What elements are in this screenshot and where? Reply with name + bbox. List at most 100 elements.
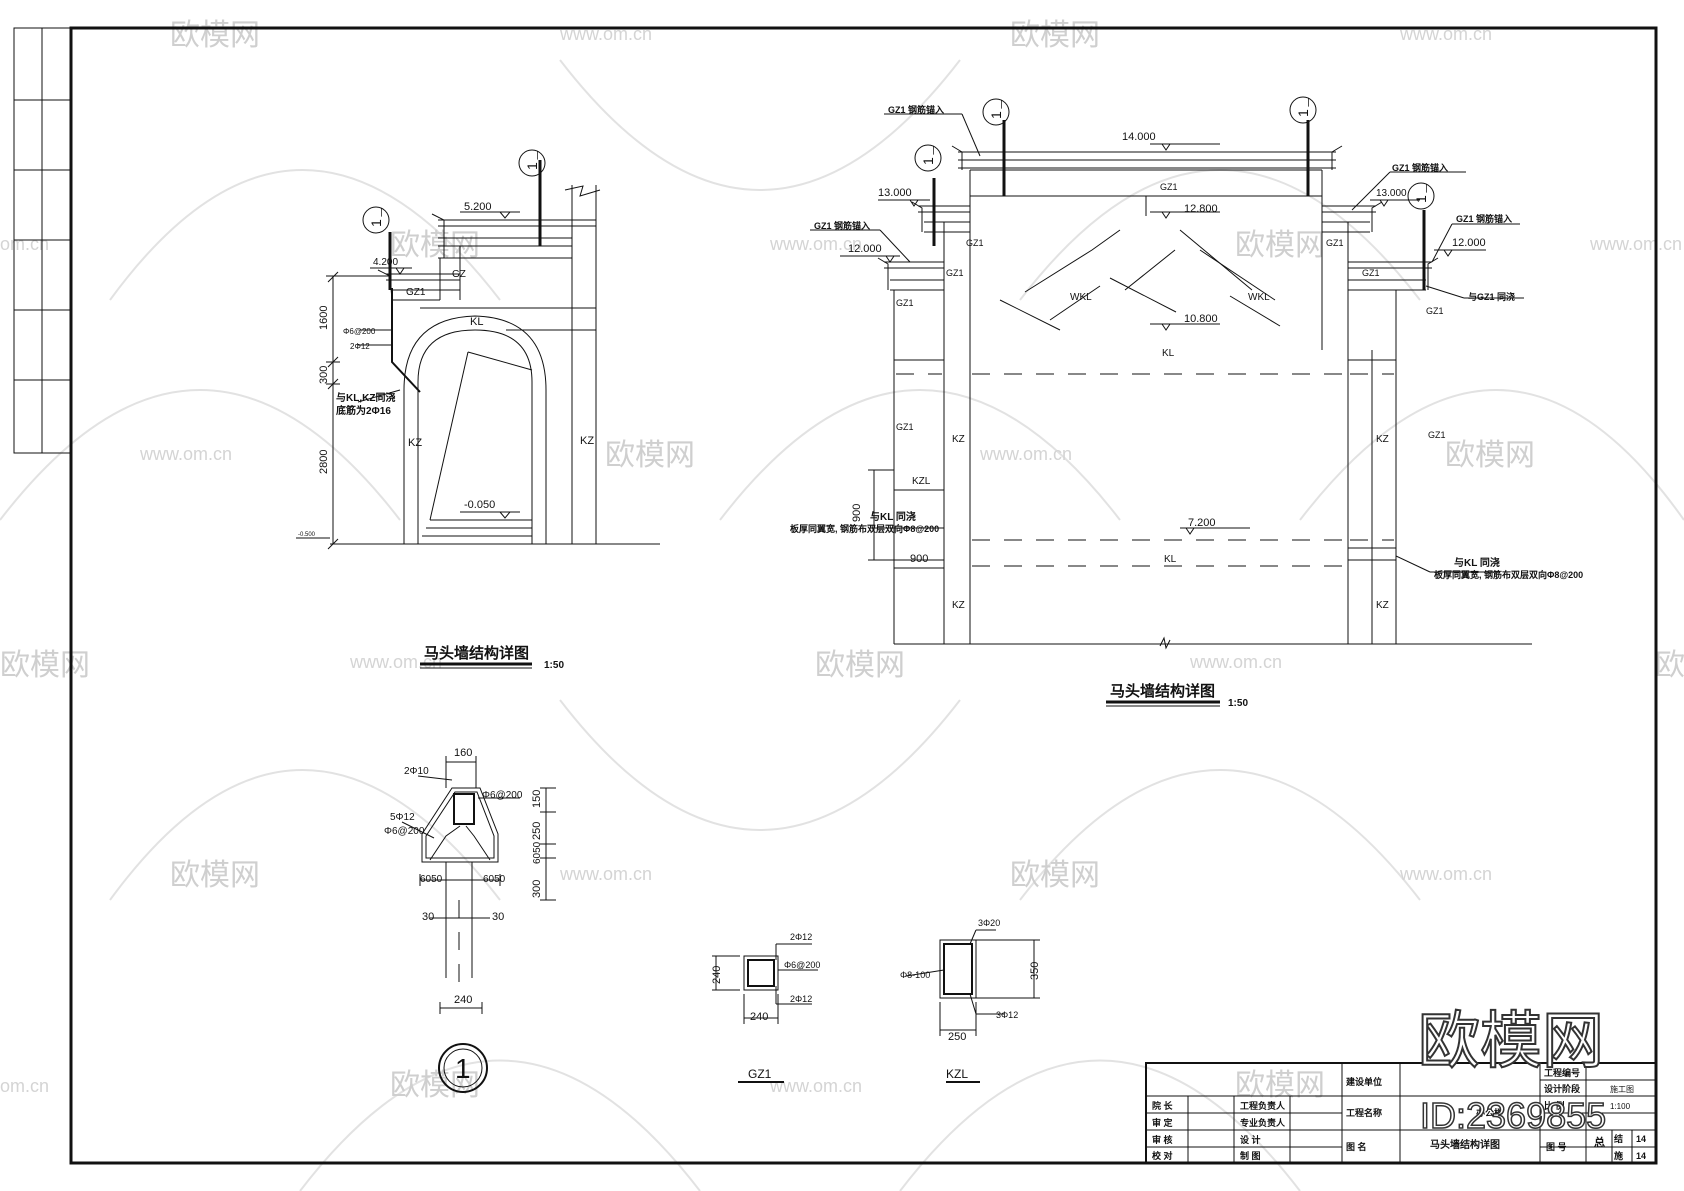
title-block-cell: 图 号 — [1546, 1142, 1567, 1152]
sheet-count: 14 — [1636, 1151, 1646, 1161]
title-block-cell: 工程编号 — [1544, 1067, 1580, 1078]
watermark-brand: 欧模网 — [1010, 19, 1100, 52]
watermark-url: om.cn — [0, 1076, 49, 1096]
kzl-section-labels: 3Φ20 Φ8-100 3Φ12 350 250 KZL — [900, 918, 1041, 1081]
watermark-brand: 欧模网 — [605, 439, 695, 472]
rebar-label: Φ6@200 — [482, 790, 523, 801]
rebar-label: Φ6@200 — [343, 327, 376, 336]
section-mark: 1 — [368, 219, 384, 227]
title-block-cell: 设计阶段 — [1544, 1083, 1581, 1094]
rebar-label: Φ6@200 — [784, 960, 820, 970]
dimension-label: 250 — [531, 822, 543, 840]
member-label: GZ1 — [1428, 430, 1446, 440]
elevation-label: -0.050 — [464, 499, 495, 511]
elevation-label: -0.500 — [298, 532, 316, 538]
drawing-name: 马头墙结构详图 — [1430, 1138, 1500, 1151]
note-label: GZ1 钢筋锚入 — [1456, 213, 1512, 224]
title-block-cell: 审 定 — [1152, 1117, 1174, 1128]
kzl-section — [905, 929, 1040, 1083]
title-block-cell: 校 对 — [1152, 1150, 1173, 1161]
title-block-cell: 专业负责人 — [1240, 1117, 1286, 1128]
section-number: 1 — [455, 1053, 471, 1084]
rebar-label: 2Φ10 — [404, 766, 429, 777]
watermark-url: www.om.cn — [349, 652, 442, 672]
member-label: KL — [470, 316, 483, 328]
title-block-cell: 比 例 — [1544, 1100, 1565, 1111]
watermark-brand: 欧模网 — [0, 649, 90, 682]
member-label: GZ1 — [1160, 182, 1178, 192]
watermark-url: www.om.cn — [559, 864, 652, 884]
watermark-brand: 欧模网 — [1445, 439, 1535, 472]
title-block-cell: 施 — [1614, 1150, 1623, 1161]
corner-watermark: 欧模网 ID:2369855 — [1417, 1006, 1607, 1137]
watermark-url: www.om.cn — [769, 234, 862, 254]
section-mark: 1 — [920, 157, 936, 165]
member-label: KL — [1164, 554, 1177, 565]
title-block-cell: 工程负责人 — [1240, 1100, 1286, 1111]
rebar-label: 2Φ12 — [790, 994, 812, 1004]
member-label: KZ — [580, 435, 594, 447]
elevation-label: 10.800 — [1184, 313, 1218, 325]
section-label: GZ1 — [748, 1067, 772, 1081]
dimension-label: 30 — [492, 911, 504, 923]
dimension-label: 300 — [531, 880, 543, 898]
detail-scale: 1:50 — [1228, 698, 1248, 709]
dimension-label: 300 — [318, 366, 330, 384]
sheet-frame — [13, 26, 1658, 1165]
note-label: 与KL,KZ同浇 — [336, 391, 395, 404]
dimension-label: 900 — [851, 504, 863, 522]
watermark-url: www.om.cn — [769, 1076, 862, 1096]
gz1-section-labels: 2Φ12 Φ6@200 2Φ12 240 240 GZ1 — [711, 932, 820, 1081]
section-mark-sub: 一 — [929, 146, 939, 155]
title-block-cell: 院 长 — [1152, 1100, 1174, 1111]
member-label: WKL — [1248, 292, 1270, 303]
watermark-url: www.om.cn — [1399, 864, 1492, 884]
note-label: 与KL 同浇 — [1454, 556, 1500, 569]
member-label: KZ — [952, 600, 965, 611]
left-elevation — [296, 149, 660, 669]
elevation-label: 12.000 — [848, 243, 882, 255]
member-label: KZ — [1376, 434, 1389, 445]
section-mark-sub: 一 — [377, 208, 387, 217]
rebar-label: 3Φ20 — [978, 918, 1000, 928]
watermark-url: om.cn — [0, 234, 49, 254]
title-block-cell: 结 — [1614, 1133, 1623, 1144]
member-label: GZ1 — [1426, 306, 1444, 316]
dimension-label: 30 — [422, 911, 434, 923]
project-name: 办公楼 — [1476, 1107, 1503, 1118]
dimension-label: 6050 — [483, 874, 506, 885]
member-label: GZ1 — [406, 287, 426, 298]
dimension-label: 160 — [454, 747, 472, 759]
watermark-brand: 欧模网 — [1655, 649, 1684, 682]
watermark-arcs — [0, 59, 1684, 1191]
watermark-url: www.om.cn — [979, 444, 1072, 464]
dimension-label: 1600 — [318, 306, 330, 330]
member-label: KZ — [408, 437, 422, 449]
watermark-brand: 欧模网 — [170, 859, 260, 892]
section-mark-sub: 一 — [533, 151, 543, 160]
watermark-brand: 欧模网 — [170, 19, 260, 52]
gz1-section — [712, 943, 818, 1083]
member-label: GZ1 — [896, 298, 914, 308]
watermark-brand: 欧模网 — [390, 1069, 480, 1102]
sheet-count: 14 — [1636, 1134, 1646, 1144]
member-label: GZ1 — [966, 238, 984, 248]
title-block-cell: 总 — [1594, 1135, 1605, 1149]
section-mark-sub: 一 — [997, 100, 1007, 109]
title-block-cell: 1:100 — [1610, 1102, 1631, 1111]
title-block-cell: 审 核 — [1152, 1134, 1173, 1145]
dimension-label: 240 — [750, 1011, 768, 1023]
section-mark-sub: 一 — [1304, 98, 1314, 107]
member-label: GZ1 — [1326, 238, 1344, 248]
dimension-label: 2800 — [318, 450, 330, 474]
section-mark-sub: 一 — [1422, 184, 1432, 193]
elevation-label: 13.000 — [1376, 188, 1407, 199]
member-label: GZ — [452, 269, 466, 280]
note-label: GZ1 钢筋锚入 — [1392, 162, 1448, 173]
member-label: GZ1 — [1362, 268, 1380, 278]
member-label: KZ — [952, 434, 965, 445]
title-block-cell: 制 图 — [1240, 1150, 1261, 1161]
dimension-label: 240 — [711, 966, 723, 984]
dimension-label: 6050 — [420, 874, 443, 885]
detail-scale: 1:50 — [544, 660, 564, 671]
